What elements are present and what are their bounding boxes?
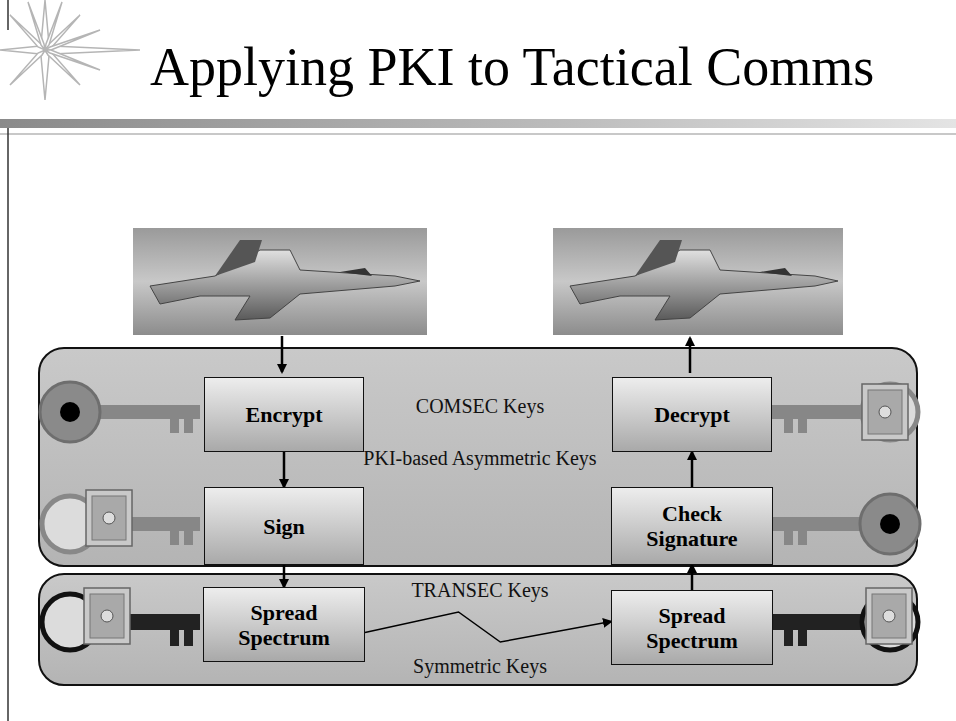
private-key-icon bbox=[879, 406, 891, 418]
process-box: Encrypt bbox=[204, 377, 364, 452]
public-key-icon bbox=[772, 494, 920, 554]
starburst bbox=[45, 50, 100, 70]
starburst bbox=[28, 2, 45, 50]
jet-photo bbox=[553, 228, 843, 335]
box-label: Check Signature bbox=[620, 501, 764, 551]
private-key-icon bbox=[772, 405, 866, 419]
title-rule bbox=[0, 119, 956, 128]
title-rule-thin bbox=[0, 133, 956, 135]
box-label: Spread Spectrum bbox=[212, 600, 356, 650]
jet-photo bbox=[133, 228, 427, 335]
public-key-icon bbox=[184, 419, 193, 433]
private-key-icon bbox=[862, 384, 908, 440]
jet-photo bbox=[570, 250, 838, 320]
box-label: Decrypt bbox=[654, 402, 730, 427]
symmetric-key-icon bbox=[90, 594, 124, 638]
symmetric-key-icon bbox=[772, 614, 866, 630]
private-key-icon bbox=[92, 496, 126, 540]
band-label: TRANSEC Keys bbox=[411, 579, 548, 601]
box-label: Encrypt bbox=[246, 402, 323, 427]
band-label: PKI-based Asymmetric Keys bbox=[363, 447, 596, 469]
jet-photo bbox=[553, 228, 843, 335]
flow-arrow bbox=[283, 452, 286, 487]
symmetric-key-icon bbox=[872, 594, 906, 638]
jet-photo bbox=[760, 268, 792, 276]
jet-photo bbox=[133, 228, 427, 335]
jet-arrow bbox=[689, 338, 692, 373]
private-key-icon bbox=[862, 384, 918, 440]
left-border-top bbox=[7, 0, 9, 30]
starburst bbox=[45, 2, 62, 50]
private-key-icon bbox=[184, 531, 193, 545]
flow-arrow bbox=[691, 565, 694, 590]
starburst bbox=[41, 50, 49, 100]
public-key-icon bbox=[772, 517, 866, 531]
private-key-icon bbox=[86, 490, 132, 546]
private-key-icon bbox=[772, 384, 918, 440]
private-key-icon bbox=[170, 531, 179, 545]
symmetric-key-icon bbox=[866, 588, 912, 644]
jet-photo bbox=[635, 240, 682, 276]
process-box: Check Signature bbox=[611, 487, 773, 565]
public-key-icon bbox=[860, 494, 920, 554]
private-key-icon bbox=[798, 419, 807, 433]
band-label: COMSEC Keys bbox=[416, 395, 544, 417]
symmetric-key-icon bbox=[883, 610, 895, 622]
starburst bbox=[0, 0, 140, 100]
symmetric-key-icon bbox=[772, 588, 918, 650]
symmetric-key-icon bbox=[170, 630, 179, 646]
jet-photo bbox=[215, 240, 262, 276]
radio-link bbox=[365, 612, 611, 642]
public-key-icon bbox=[798, 531, 807, 545]
band-label-holder: PKI-based Asymmetric Keys bbox=[360, 447, 600, 469]
symmetric-key-icon bbox=[184, 630, 193, 646]
box-label: Sign bbox=[263, 514, 305, 539]
process-box: Spread Spectrum bbox=[203, 587, 365, 662]
symmetric-key-icon bbox=[84, 588, 130, 644]
public-key-icon bbox=[92, 405, 200, 419]
jet-arrow bbox=[281, 336, 284, 372]
band-label-holder: COMSEC Keys bbox=[340, 395, 620, 417]
public-key-icon bbox=[40, 382, 100, 442]
band-label-holder: TRANSEC Keys bbox=[340, 579, 620, 601]
flow-arrow bbox=[283, 565, 286, 587]
symmetric-key-icon bbox=[42, 588, 200, 650]
starburst bbox=[10, 50, 45, 85]
public-key-icon bbox=[40, 382, 200, 442]
private-key-icon bbox=[103, 512, 115, 524]
public-key-icon bbox=[170, 419, 179, 433]
left-border bbox=[7, 128, 9, 721]
symmetric-key-icon bbox=[101, 610, 113, 622]
symmetric-key-icon bbox=[784, 630, 793, 646]
band-label-holder: Symmetric Keys bbox=[340, 655, 620, 677]
private-key-icon bbox=[868, 390, 902, 434]
band-label: Symmetric Keys bbox=[413, 655, 547, 677]
box-label: Spread Spectrum bbox=[620, 603, 764, 653]
flow-arrow bbox=[691, 452, 694, 487]
process-box: Spread Spectrum bbox=[611, 590, 773, 665]
connectors bbox=[284, 452, 692, 642]
symmetric-key-icon bbox=[798, 630, 807, 646]
public-key-icon bbox=[60, 402, 80, 422]
process-box: Decrypt bbox=[612, 377, 772, 452]
process-box: Sign bbox=[204, 487, 364, 565]
jet-photo bbox=[150, 250, 420, 320]
starburst bbox=[45, 30, 100, 50]
jet-photo bbox=[340, 268, 372, 276]
slide-title: Applying PKI to Tactical Comms bbox=[150, 36, 874, 98]
public-key-icon bbox=[880, 514, 900, 534]
private-key-icon bbox=[784, 419, 793, 433]
public-key-icon bbox=[784, 531, 793, 545]
private-key-icon bbox=[42, 490, 200, 552]
